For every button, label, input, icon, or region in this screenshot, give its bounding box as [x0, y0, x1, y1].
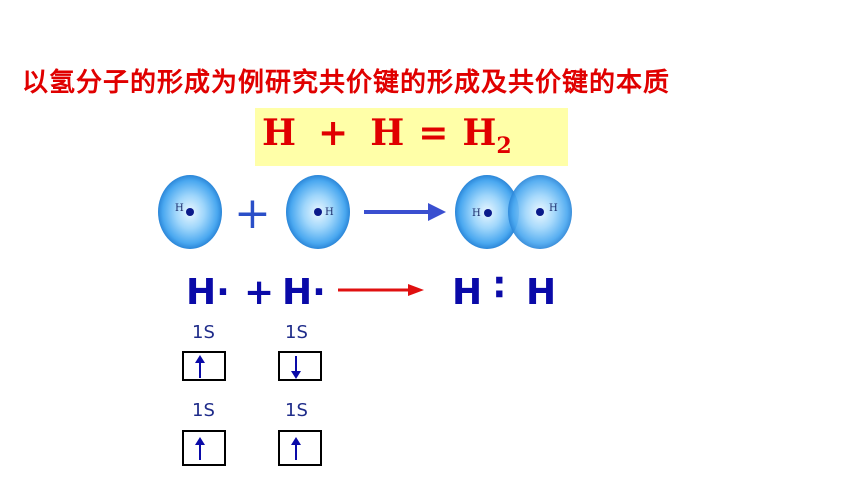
h-atom-label-1: H — [175, 203, 184, 214]
blue-arrow-head — [428, 203, 446, 221]
electron-dot-plus: + — [244, 272, 275, 313]
spin-down-icon — [291, 356, 301, 379]
h2-label-left: H — [472, 208, 481, 219]
red-arrow-head — [408, 284, 424, 296]
h2-nucleus-right — [536, 208, 544, 216]
h2-label-right: H — [549, 203, 558, 214]
atoms-plus: + — [234, 188, 271, 239]
eq-plus: + — [318, 112, 349, 154]
reaction-equation: H+H=H2 — [262, 112, 512, 159]
spin-up-icon — [291, 437, 301, 460]
electron-dot-product-left: H — [452, 272, 483, 313]
orbital-label-2: 1S — [285, 322, 308, 343]
spin-up-icon — [195, 355, 205, 378]
electron-dot-left: H· — [186, 272, 230, 313]
orbital-label-4: 1S — [285, 400, 308, 421]
h-atom-nucleus-2 — [314, 208, 322, 216]
eq-subscript: 2 — [496, 133, 512, 159]
orbital-label-1: 1S — [192, 322, 215, 343]
orbital-box-1 — [182, 351, 226, 381]
eq-product: H — [462, 112, 497, 154]
electron-dot-shared-pair: ∶ — [494, 268, 505, 309]
equation-highlight — [255, 108, 568, 166]
electron-dot-right: H· — [282, 272, 326, 313]
h-atom-label-2: H — [325, 207, 334, 218]
spin-up-icon — [195, 437, 205, 460]
electron-dot-product-right: H — [526, 272, 557, 313]
orbital-label-3: 1S — [192, 400, 215, 421]
orbital-box-2 — [278, 351, 322, 381]
eq-equals: = — [418, 112, 449, 154]
orbital-box-3 — [182, 430, 226, 466]
page-title: 以氢分子的形成为例研究共价键的形成及共价键的本质 — [22, 68, 671, 98]
h-atom-nucleus-1 — [186, 208, 194, 216]
eq-h1: H — [262, 112, 297, 154]
eq-h2: H — [370, 112, 405, 154]
h2-nucleus-left — [484, 209, 492, 217]
orbital-box-4 — [278, 430, 322, 466]
